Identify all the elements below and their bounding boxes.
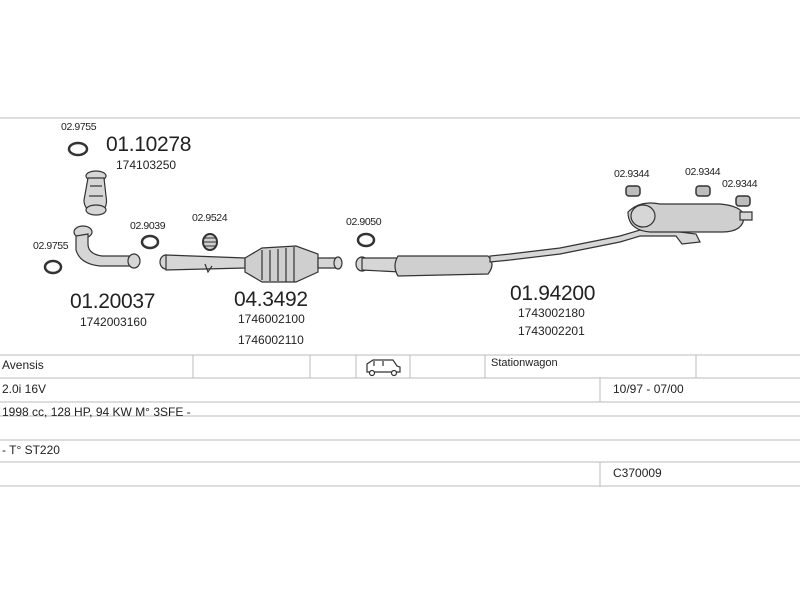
front-pipe-upper bbox=[83, 170, 108, 216]
station-wagon-car-icon bbox=[366, 359, 401, 377]
part-code-hanger: 02.9344 bbox=[685, 166, 721, 178]
part-code-front-pipe: 01.20037 bbox=[70, 290, 156, 313]
gasket-icon bbox=[43, 259, 63, 275]
part-code-hanger: 02.9344 bbox=[722, 178, 758, 190]
part-code-front-pipe-upper: 01.10278 bbox=[106, 133, 192, 156]
part-code-gasket: 02.9755 bbox=[33, 240, 69, 252]
clamp-icon bbox=[202, 233, 218, 251]
gasket-icon bbox=[67, 141, 89, 157]
rear-exhaust-system bbox=[355, 202, 753, 277]
vehicle-body-type: Stationwagon bbox=[491, 357, 558, 369]
oem-number: 1746002100 bbox=[238, 312, 305, 326]
oem-number: 1743002180 bbox=[518, 306, 585, 320]
catalytic-converter bbox=[159, 245, 343, 283]
vehicle-engine: 2.0i 16V bbox=[2, 382, 47, 396]
oem-number: 174103250 bbox=[116, 158, 177, 172]
part-code-rear-system: 01.94200 bbox=[510, 282, 596, 305]
vehicle-type: - T° ST220 bbox=[2, 443, 60, 457]
part-code-gasket: 02.9050 bbox=[346, 216, 382, 228]
oem-number: 1742003160 bbox=[80, 315, 147, 329]
front-pipe bbox=[73, 225, 141, 269]
part-code-hanger: 02.9344 bbox=[614, 168, 650, 180]
gasket-icon bbox=[356, 232, 376, 248]
reference-code: C370009 bbox=[613, 466, 662, 480]
part-code-catalyst: 04.3492 bbox=[234, 288, 308, 311]
gasket-icon bbox=[140, 234, 160, 250]
part-code-clamp: 02.9524 bbox=[192, 212, 228, 224]
vehicle-years: 10/97 - 07/00 bbox=[613, 382, 684, 396]
vehicle-model: Avensis bbox=[2, 358, 44, 372]
oem-number: 1743002201 bbox=[518, 324, 585, 338]
vehicle-info-table-grid bbox=[0, 354, 800, 487]
rubber-hanger-icon bbox=[625, 185, 751, 207]
part-code-gasket: 02.9039 bbox=[130, 220, 166, 232]
oem-number: 1746002110 bbox=[238, 333, 304, 347]
vehicle-specs: 1998 cc, 128 HP, 94 KW M° 3SFE - bbox=[2, 405, 191, 419]
part-code-gasket: 02.9755 bbox=[61, 121, 97, 133]
